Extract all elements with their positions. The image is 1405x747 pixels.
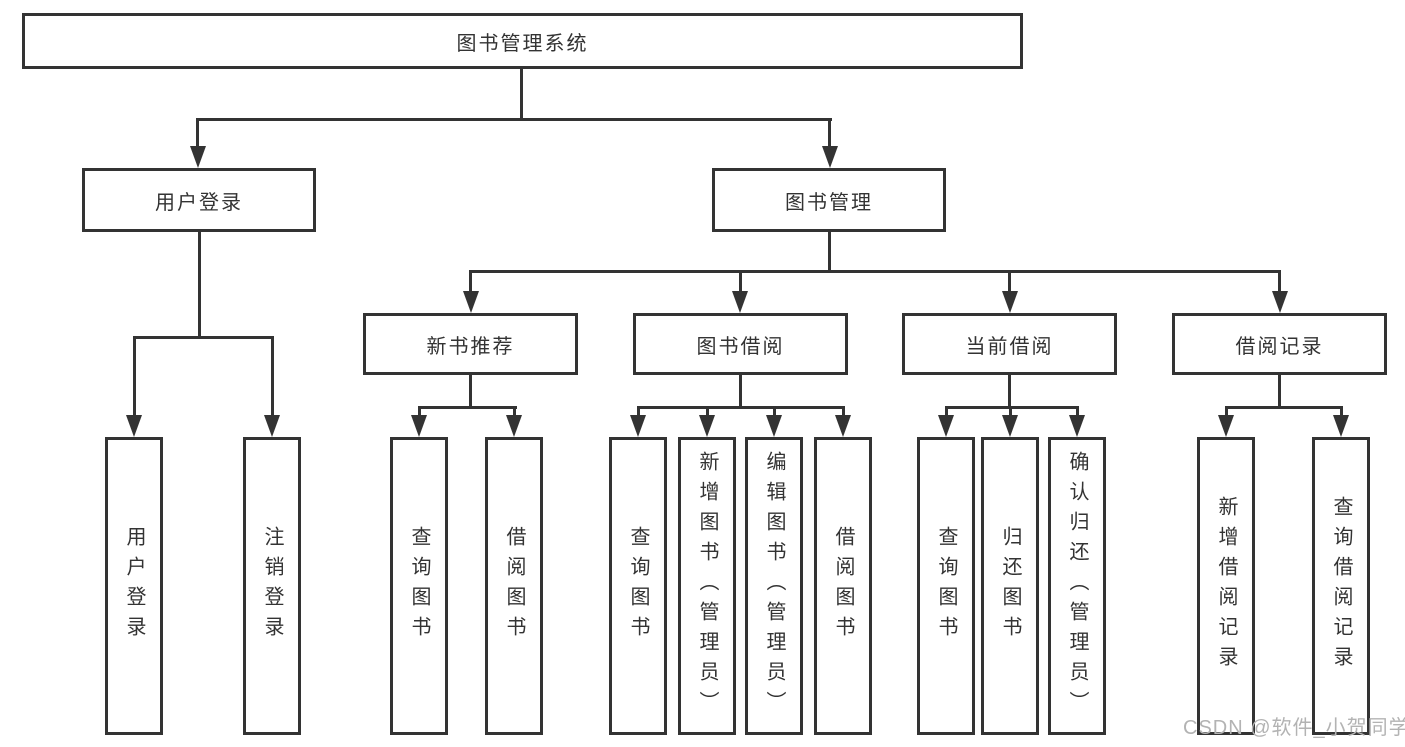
- leaf-label: 归还图书: [999, 526, 1021, 646]
- connector-stem: [1225, 406, 1228, 418]
- leaf-current-confirm-return-admin: 确认归还（管理员）: [1048, 437, 1106, 735]
- node-label: 用户登录: [155, 191, 243, 214]
- node-current-borrow: 当前借阅: [902, 313, 1117, 375]
- arrowhead-down-icon: [1002, 415, 1018, 437]
- connector-current-borrow-sub-hline: [945, 406, 1079, 409]
- arrowhead-down-icon: [1272, 291, 1288, 313]
- connector-stem: [418, 406, 421, 418]
- arrowhead-down-icon: [1069, 415, 1085, 437]
- connector-stem: [842, 406, 845, 418]
- connector-stem-book-borrow: [739, 270, 742, 295]
- node-new-book-recommend: 新书推荐: [363, 313, 578, 375]
- connector-borrow-records-sub-hline: [1225, 406, 1343, 409]
- arrowhead-down-icon: [411, 415, 427, 437]
- connector-stem: [945, 406, 948, 418]
- arrowhead-down-icon: [938, 415, 954, 437]
- arrowhead-down-icon: [766, 415, 782, 437]
- node-label: 当前借阅: [965, 335, 1054, 358]
- leaf-label: 新增借阅记录: [1215, 496, 1237, 676]
- leaf-borrow-borrow-books: 借阅图书: [814, 437, 872, 735]
- arrowhead-down-icon: [463, 291, 479, 313]
- arrowhead-down-icon: [732, 291, 748, 313]
- connector-root-vline: [520, 69, 523, 121]
- connector-stem-current-borrow: [1008, 270, 1011, 295]
- node-library-management-system: 图书管理系统: [22, 13, 1023, 69]
- arrowhead-down-icon: [190, 146, 206, 168]
- connector-user-login-hline: [133, 336, 274, 339]
- node-label: 新书推荐: [426, 335, 515, 358]
- node-label: 图书借阅: [696, 335, 785, 358]
- leaf-label: 查询借阅记录: [1330, 496, 1352, 676]
- leaf-label: 借阅图书: [503, 526, 525, 646]
- leaf-current-query-books: 查询图书: [917, 437, 975, 735]
- leaf-label: 查询图书: [935, 526, 957, 646]
- connector-stem: [513, 406, 516, 418]
- connector-user-login-vline: [198, 232, 201, 338]
- leaf-label: 查询图书: [408, 526, 430, 646]
- node-label: 图书管理: [785, 191, 873, 214]
- arrowhead-down-icon: [264, 415, 280, 437]
- connector-stem-user-login: [196, 118, 199, 148]
- leaf-user-login: 用户登录: [105, 437, 163, 735]
- leaf-label: 用户登录: [123, 526, 145, 646]
- arrowhead-down-icon: [835, 415, 851, 437]
- arrowhead-down-icon: [126, 415, 142, 437]
- arrowhead-down-icon: [1333, 415, 1349, 437]
- leaf-borrow-add-books-admin: 新增图书（管理员）: [678, 437, 736, 735]
- node-book-management: 图书管理: [712, 168, 946, 232]
- arrowhead-down-icon: [699, 415, 715, 437]
- connector-borrow-records-sub-vline: [1278, 375, 1281, 408]
- leaf-logout: 注销登录: [243, 437, 301, 735]
- csdn-watermark: CSDN @软件_小贺同学: [1183, 717, 1405, 739]
- connector-stem: [1340, 406, 1343, 418]
- leaf-label: 新增图书（管理员）: [696, 451, 718, 721]
- leaf-records-add-borrow-record: 新增借阅记录: [1197, 437, 1255, 735]
- connector-stem: [773, 406, 776, 418]
- connector-stem: [706, 406, 709, 418]
- leaf-label: 借阅图书: [832, 526, 854, 646]
- leaf-borrow-edit-books-admin: 编辑图书（管理员）: [745, 437, 803, 735]
- leaf-label: 确认归还（管理员）: [1066, 451, 1088, 721]
- connector-stem-borrow-records: [1278, 270, 1281, 295]
- connector-book-borrow-sub-hline: [637, 406, 845, 409]
- connector-stem-leaf-logout: [271, 336, 274, 418]
- node-borrow-records: 借阅记录: [1172, 313, 1387, 375]
- connector-stem-leaf-user-login: [133, 336, 136, 418]
- connector-current-borrow-sub-vline: [1008, 375, 1011, 408]
- leaf-borrow-query-books: 查询图书: [609, 437, 667, 735]
- connector-recommend-vline: [469, 375, 472, 408]
- connector-book-borrow-sub-vline: [739, 375, 742, 408]
- leaf-label: 注销登录: [261, 526, 283, 646]
- connector-stem-new-book-recommend: [469, 270, 472, 295]
- node-label: 图书管理系统: [456, 32, 589, 55]
- leaf-recommend-query-books: 查询图书: [390, 437, 448, 735]
- arrowhead-down-icon: [506, 415, 522, 437]
- connector-book-management-vline: [828, 232, 831, 273]
- leaf-records-query-borrow-record: 查询借阅记录: [1312, 437, 1370, 735]
- node-book-borrow: 图书借阅: [633, 313, 848, 375]
- arrowhead-down-icon: [630, 415, 646, 437]
- arrowhead-down-icon: [1002, 291, 1018, 313]
- arrowhead-down-icon: [822, 146, 838, 168]
- leaf-label: 查询图书: [627, 526, 649, 646]
- connector-stem: [1009, 406, 1012, 418]
- node-user-login: 用户登录: [82, 168, 316, 232]
- connector-book-management-hline: [469, 270, 1281, 273]
- connector-stem: [637, 406, 640, 418]
- leaf-recommend-borrow-books: 借阅图书: [485, 437, 543, 735]
- connector-recommend-hline: [418, 406, 517, 409]
- node-label: 借阅记录: [1235, 335, 1324, 358]
- leaf-label: 编辑图书（管理员）: [763, 451, 785, 721]
- connector-root-hline: [196, 118, 832, 121]
- arrowhead-down-icon: [1218, 415, 1234, 437]
- connector-stem-book-management: [828, 118, 831, 148]
- leaf-current-return-books: 归还图书: [981, 437, 1039, 735]
- connector-stem: [1076, 406, 1079, 418]
